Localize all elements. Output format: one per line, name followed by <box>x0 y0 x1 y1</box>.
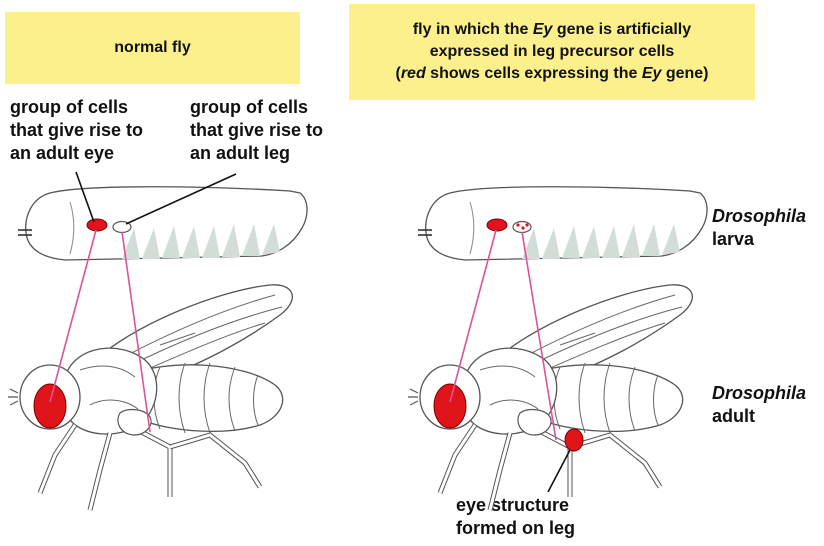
larva-stage: larva <box>712 229 755 249</box>
ey-fly-title-line1: fly in which the Ey gene is artificially <box>413 19 691 41</box>
eye-cells-label-line: that give rise to <box>10 120 144 140</box>
title-line1-after: gene is artificially <box>552 21 692 38</box>
title-line1-gene: Ey <box>532 21 553 38</box>
normal-fly-title-box: normal fly <box>5 12 300 84</box>
left-larva <box>17 185 308 261</box>
adult-side-label: Drosophila adult <box>712 382 806 428</box>
title-line1-before: fly in which the <box>412 21 533 38</box>
eye-cells-label-line: group of cells <box>10 97 129 117</box>
leg-eye-label-line: eye structure <box>456 495 570 515</box>
ey-fly-title-box: fly in which the Ey gene is artificially… <box>349 4 755 100</box>
left-larva-eye-cells <box>86 218 108 232</box>
eye-cells-pointer <box>75 171 95 223</box>
title-line3-after: gene) <box>661 65 709 82</box>
right-larva-eye-cells <box>486 218 508 232</box>
adult-genus: Drosophila <box>712 383 807 403</box>
ey-fly-title-line3: (red shows cells expressing the Ey gene) <box>395 63 708 85</box>
left-eye-connector <box>49 229 97 403</box>
leg-eye-label-line: formed on leg <box>456 518 576 538</box>
title-line3-red: red <box>400 65 426 82</box>
adult-stage: adult <box>712 406 755 426</box>
larva-genus: Drosophila <box>712 206 807 226</box>
ey-fly-title-line2: expressed in leg precursor cells <box>429 43 675 60</box>
leg-cells-label: group of cells that give rise to an adul… <box>190 96 323 165</box>
leg-cells-label-line: that give rise to <box>190 120 324 140</box>
right-fly-eye <box>433 383 467 429</box>
left-leg-connector <box>121 231 151 433</box>
eye-cells-label-line: an adult eye <box>10 143 115 163</box>
right-eye-connector <box>449 229 497 403</box>
normal-fly-title: normal fly <box>114 39 191 56</box>
leg-cells-label-line: an adult leg <box>190 143 291 163</box>
larva-side-label: Drosophila larva <box>712 205 806 251</box>
title-line3-mid: shows cells expressing the <box>425 65 642 82</box>
right-leg-connector <box>521 231 557 441</box>
leg-cells-pointer <box>125 173 237 225</box>
right-larva <box>417 185 708 261</box>
title-line3-open: ( <box>395 65 401 82</box>
leg-eye-label: eye structure formed on leg <box>456 494 575 540</box>
left-fly-eye <box>33 383 67 429</box>
leg-cell-red-dot <box>516 223 520 227</box>
leg-cell-red-dot <box>521 226 525 230</box>
eye-cells-label: group of cells that give rise to an adul… <box>10 96 143 165</box>
leg-cells-label-line: group of cells <box>190 97 309 117</box>
leg-eye-structure <box>564 428 584 452</box>
title-line3-gene: Ey <box>641 65 662 82</box>
leg-cell-red-dot <box>525 223 529 227</box>
leg-eye-pointer <box>547 449 571 493</box>
